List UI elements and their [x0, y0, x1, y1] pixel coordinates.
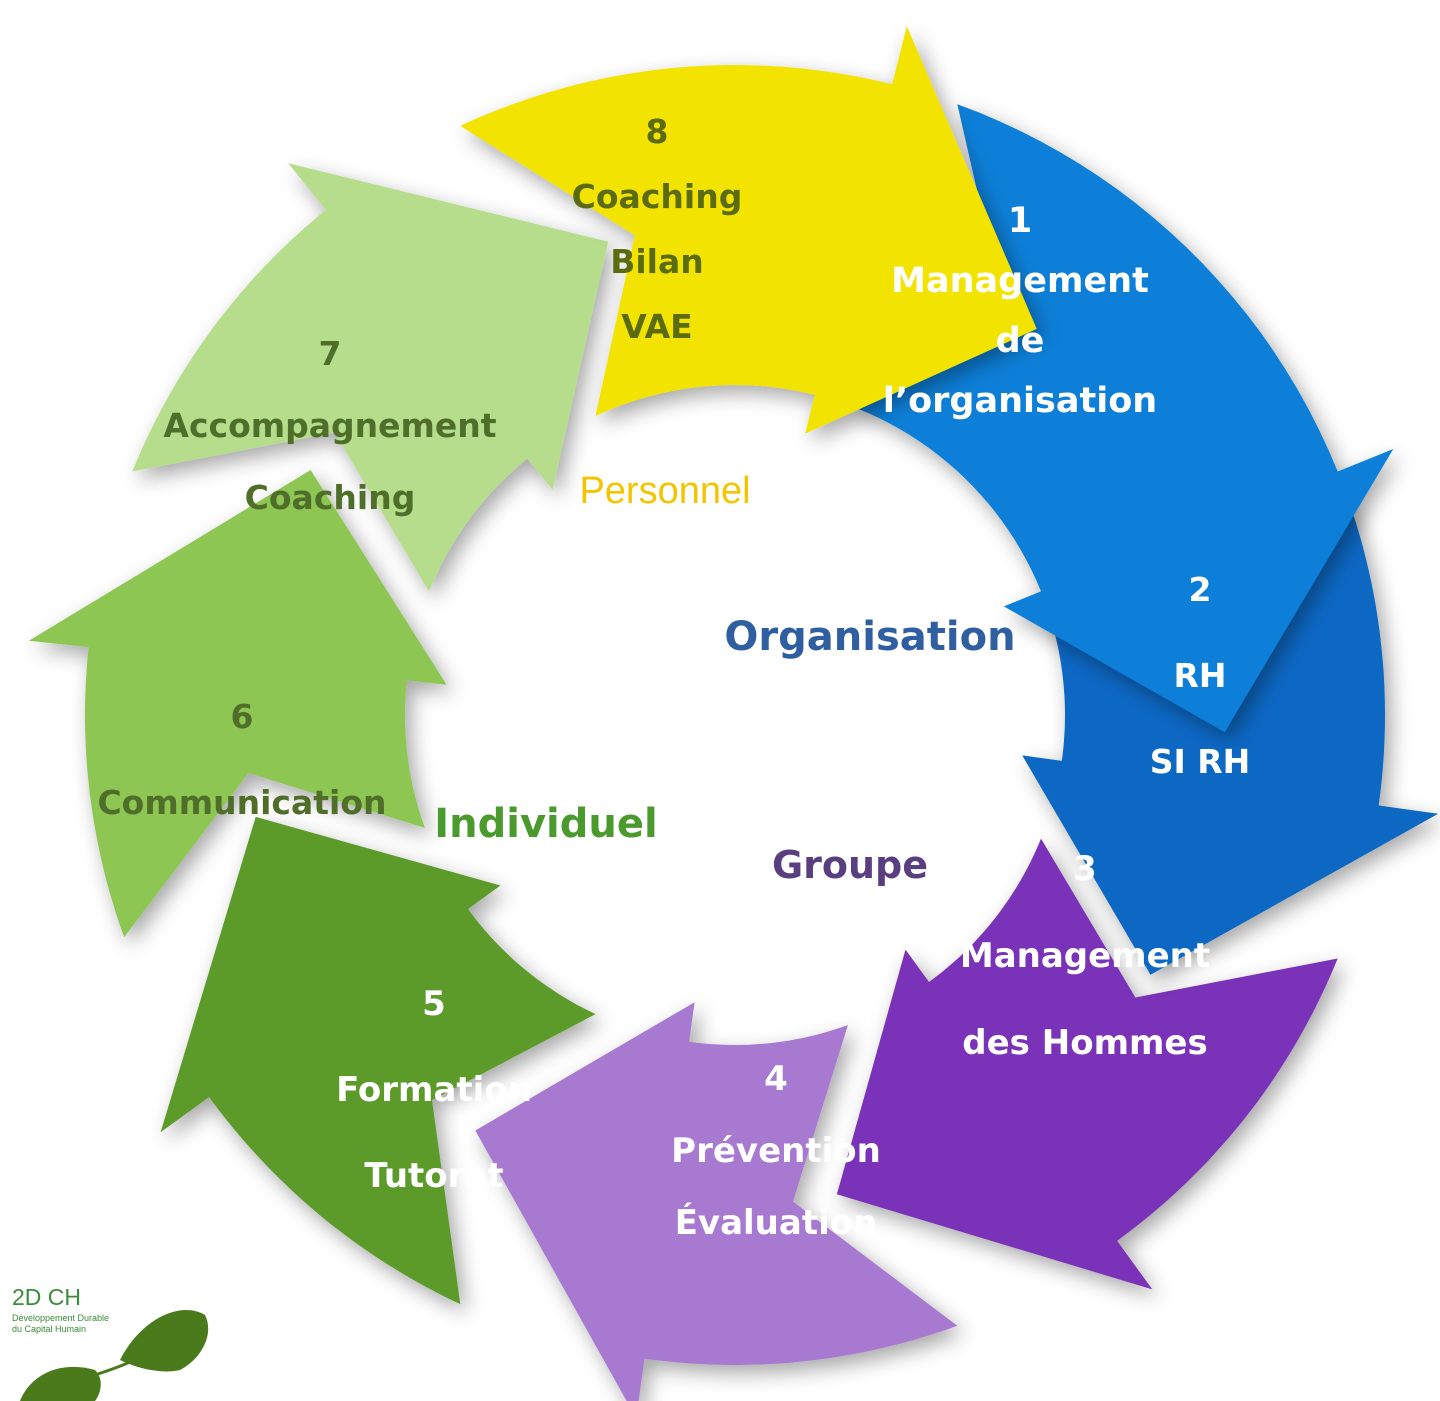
segment-text-line: Accompagnement — [163, 406, 496, 445]
segment-number: 4 — [764, 1059, 788, 1099]
segment-number: 1 — [1008, 201, 1032, 241]
segment-text-line: Management — [960, 936, 1210, 976]
segment-number: 6 — [231, 697, 254, 736]
logo-subtitle-line1: Développement Durable — [12, 1313, 110, 1323]
center-label-personnel: Personnel — [579, 470, 750, 512]
arrow-segment-5 — [160, 816, 596, 1305]
segment-text-line: l’organisation — [883, 381, 1157, 421]
ginkgo-leaf-icon — [20, 1310, 209, 1401]
arrow-segment-7 — [132, 163, 609, 592]
segment-text-line: Communication — [97, 783, 386, 822]
arrow-segment-2 — [1022, 492, 1439, 975]
arrow-segment-8 — [460, 26, 1037, 434]
logo-title: 2D CH — [12, 1284, 82, 1310]
logo-subtitle-line2: du Capital Humain — [12, 1324, 87, 1334]
arrow-segment-3 — [836, 838, 1338, 1290]
segment-text-line: Évaluation — [675, 1202, 878, 1243]
segment-text-line: Prévention — [671, 1131, 881, 1171]
center-label-groupe: Groupe — [772, 843, 928, 887]
arrow-segment-1 — [847, 104, 1394, 733]
segment-number: 3 — [1073, 849, 1097, 889]
center-label-individuel: Individuel — [434, 801, 657, 847]
segment-number: 2 — [1189, 570, 1212, 609]
segment-text-line: Formation — [336, 1070, 532, 1110]
segment-text-line: SI RH — [1150, 742, 1251, 781]
segment-number: 7 — [319, 334, 342, 373]
segment-text-line: Tutorat — [364, 1156, 503, 1196]
segment-text-line: Management — [891, 261, 1149, 301]
segment-number: 8 — [646, 112, 669, 151]
segment-text-line: Coaching — [572, 177, 743, 216]
segment-text-line: de — [996, 321, 1045, 361]
segment-text-line: Coaching — [245, 478, 416, 517]
segment-text-line: des Hommes — [962, 1023, 1207, 1063]
arrow-segment-6 — [28, 470, 447, 938]
segment-number: 5 — [422, 984, 446, 1024]
arrow-segment-4 — [475, 1002, 958, 1401]
cycle-arrows — [28, 26, 1439, 1401]
segment-text-line: Bilan — [610, 242, 704, 281]
center-label-organisation: Organisation — [724, 614, 1015, 660]
segment-text-line: RH — [1173, 656, 1226, 695]
segment-text-line: VAE — [621, 307, 692, 346]
